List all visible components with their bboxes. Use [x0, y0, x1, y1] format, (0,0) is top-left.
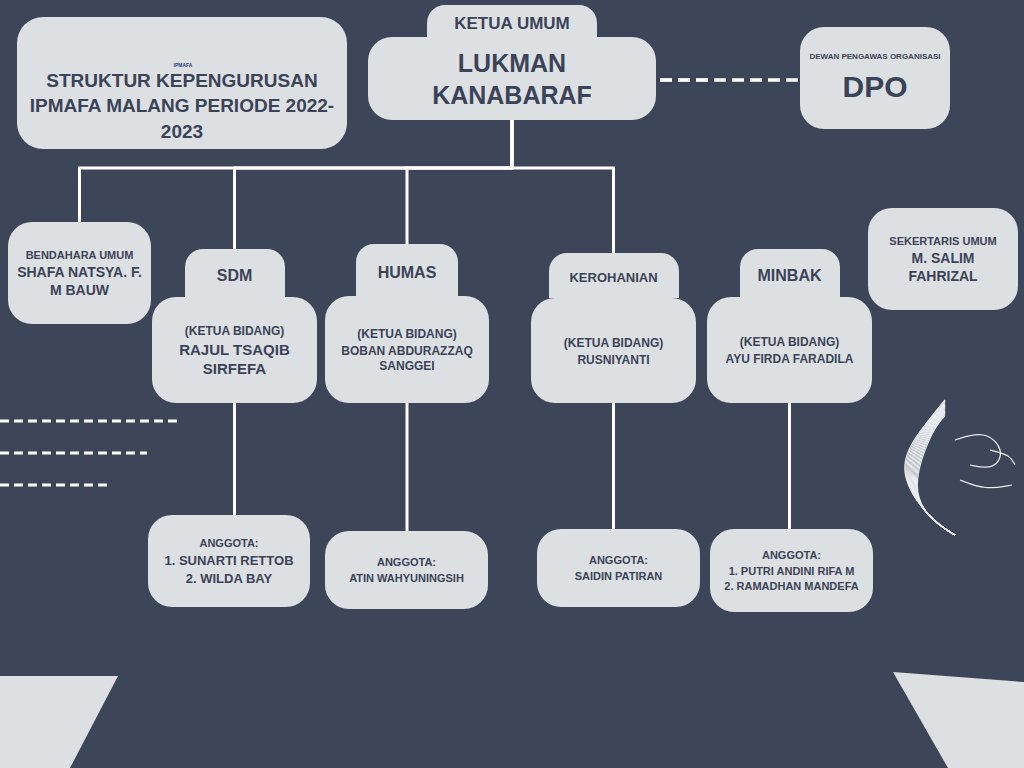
box-body: BENDAHARA UMUMSHAFA NATSYA. F. M BAUW	[8, 222, 151, 324]
connector	[512, 120, 614, 253]
box-body: (KETUA BIDANG) BOBAN ABDURAZZAQ SANGGEI	[325, 296, 489, 403]
box-text: M. SALIM FAHRIZAL	[876, 250, 1010, 285]
org-box: ANGGOTA: 1. PUTRI ANDINI RIFA M2. RAMADHA…	[710, 529, 873, 612]
corner-shape	[893, 672, 1024, 768]
org-box: ANGGOTA: SAIDIN PATIRAN	[537, 529, 700, 607]
box-text: BOBAN ABDURAZZAQ SANGGEI	[333, 344, 481, 374]
box-text: SAIDIN PATIRAN	[575, 570, 663, 584]
box-tab: KETUA UMUM	[427, 5, 597, 37]
box-text: DPO	[842, 68, 907, 106]
org-box: DEWAN PENGAWAS ORGANISASI DPO	[800, 27, 950, 129]
box-body: ANGGOTA: 1. PUTRI ANDINI RIFA M2. RAMADHA…	[710, 529, 873, 612]
box-body: (KETUA BIDANG) RAJUL TSAQIB SIRFEFA	[152, 297, 317, 403]
connector	[407, 120, 512, 244]
box-text: ATIN WAHYUNINGSIH	[349, 572, 464, 586]
box-text: (KETUA BIDANG)	[357, 327, 457, 342]
box-heading: ANGGOTA:	[589, 554, 648, 568]
box-body: DEWAN PENGAWAS ORGANISASI DPO	[800, 27, 950, 129]
box-heading: KETUA UMUM	[454, 13, 570, 34]
dash-lines	[0, 421, 182, 485]
box-text: (KETUA BIDANG)	[740, 335, 840, 350]
box-body: LUKMAN KANABARAF	[368, 37, 656, 120]
box-body: ANGGOTA: 1. SUNARTI RETTOB 2. WILDA BAY	[148, 515, 310, 607]
box-tab: HUMAS	[356, 244, 458, 296]
connector	[233, 403, 236, 515]
box-body: ANGGOTA: SAIDIN PATIRAN	[537, 529, 700, 607]
org-box: ANGGOTA: 1. SUNARTI RETTOB 2. WILDA BAY	[148, 515, 310, 607]
box-text: (KETUA BIDANG)	[185, 324, 285, 339]
org-box: SEKERTARIS UMUMM. SALIM FAHRIZAL	[868, 208, 1018, 310]
box-text: RUSNIYANTI	[577, 353, 649, 368]
box-text: 1. SUNARTI RETTOB	[164, 553, 293, 569]
box-heading: SDM	[217, 266, 253, 286]
box-heading: HUMAS	[378, 263, 437, 283]
org-box: KEROHANIAN (KETUA BIDANG) RUSNIYANTI	[531, 253, 696, 403]
box-text: (KETUA BIDANG)	[564, 336, 664, 351]
box-text: 2. WILDA BAY	[186, 571, 272, 587]
title-box: STRUKTUR KEPENGURUSAN IPMAFA MALANG PERI…	[17, 17, 347, 149]
box-text: AYU FIRDA FARADILA	[726, 352, 854, 367]
box-heading: ANGGOTA:	[199, 537, 258, 551]
box-body: SEKERTARIS UMUMM. SALIM FAHRIZAL	[868, 208, 1018, 310]
corner-shape	[0, 676, 118, 768]
box-heading: ANGGOTA:	[762, 549, 821, 563]
box-heading: ANGGOTA:	[377, 556, 436, 570]
connector	[406, 403, 409, 531]
connector	[788, 403, 791, 529]
box-text: 1. PUTRI ANDINI RIFA M	[729, 565, 855, 579]
box-text: LUKMAN KANABARAF	[376, 48, 648, 111]
box-text: SHAFA NATSYA. F. M BAUW	[16, 264, 143, 299]
org-box: HUMAS (KETUA BIDANG) BOBAN ABDURAZZAQ SANG…	[325, 244, 489, 403]
org-box: ANGGOTA: ATIN WAHYUNINGSIH	[325, 531, 488, 609]
org-box: MINBAK (KETUA BIDANG) AYU FIRDA FARADILA	[707, 249, 872, 403]
connector	[612, 403, 615, 529]
box-heading: KEROHANIAN	[569, 270, 657, 286]
box-body: ANGGOTA: ATIN WAHYUNINGSIH	[325, 531, 488, 609]
box-tab: KEROHANIAN	[549, 253, 679, 298]
bird-illustration	[905, 400, 1015, 535]
org-box: KETUA UMUM LUKMAN KANABARAF	[368, 5, 656, 120]
box-tab: MINBAK	[740, 249, 840, 297]
box-heading: SEKERTARIS UMUM	[889, 235, 996, 249]
org-box: BENDAHARA UMUMSHAFA NATSYA. F. M BAUW	[8, 222, 151, 324]
logo-label: IPMAFA	[174, 62, 193, 68]
title: STRUKTUR KEPENGURUSAN IPMAFA MALANG PERI…	[27, 68, 337, 145]
box-heading: DEWAN PENGAWAS ORGANISASI	[809, 52, 940, 62]
box-text: RAJUL TSAQIB SIRFEFA	[160, 341, 309, 379]
box-heading: MINBAK	[758, 266, 822, 286]
box-tab: SDM	[185, 249, 285, 297]
box-body: (KETUA BIDANG) RUSNIYANTI	[531, 298, 696, 403]
box-body: (KETUA BIDANG) AYU FIRDA FARADILA	[707, 297, 872, 403]
box-heading: BENDAHARA UMUM	[26, 249, 134, 263]
org-box: SDM (KETUA BIDANG) RAJUL TSAQIB SIRFEFA	[152, 249, 317, 403]
box-text: 2. RAMADHAN MANDEFA	[724, 580, 858, 594]
